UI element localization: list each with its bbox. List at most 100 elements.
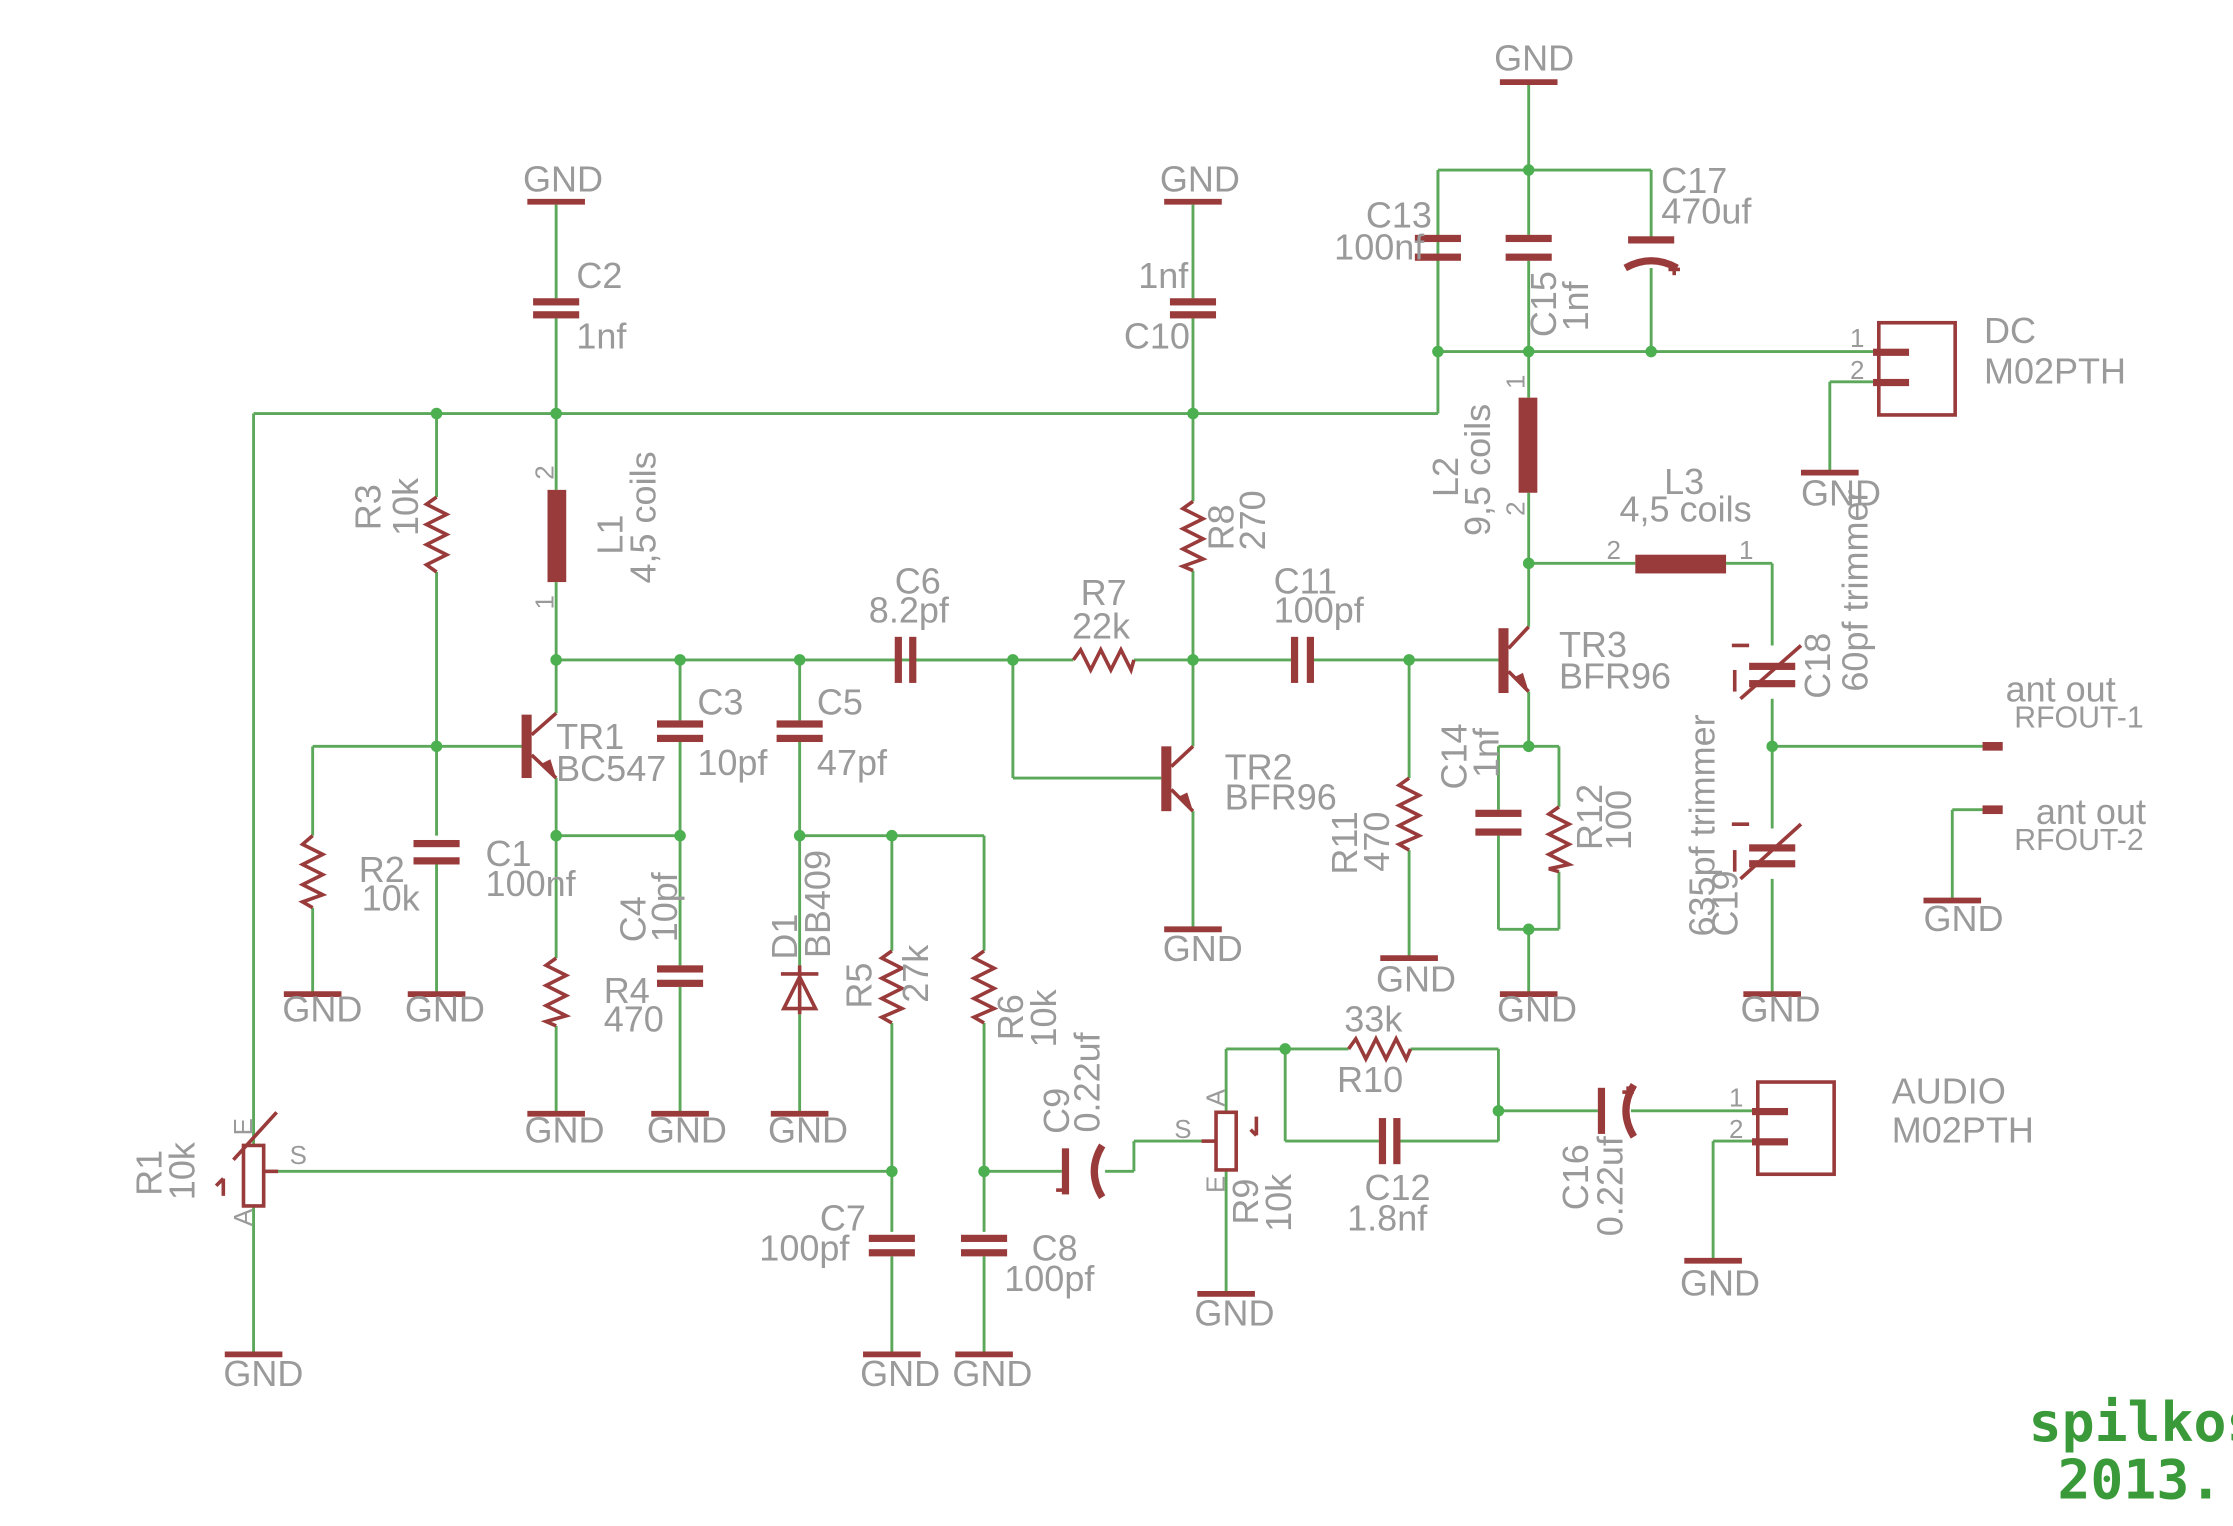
antenna-pads [1982,742,2003,815]
l2-name: L2 [1425,457,1466,497]
gnd-label: GND [1494,38,1574,79]
c5-name: C5 [817,682,863,723]
resistor-r11 [1394,776,1424,852]
r7-value: 22k [1072,605,1131,646]
c5-value: 47pf [817,742,888,783]
c4-value: 10pf [644,871,685,942]
svg-text:1: 1 [1729,1085,1743,1113]
capacitor-c9 [1056,1143,1106,1200]
svg-text:S: S [290,1142,307,1170]
gnd-label: GND [1194,1293,1274,1334]
r6-name: R6 [990,994,1031,1040]
c16-value: 0.22uf [1589,1135,1630,1236]
tr1-name: TR1 [556,716,624,757]
resistor-r7 [1071,645,1136,675]
gnd-label: GND [860,1353,940,1394]
inductor-l1 [547,489,567,583]
l2-value: 9,5 coils [1457,404,1498,536]
gnd-label: GND [768,1110,848,1151]
inductor-l3 [1635,554,1727,574]
c11-value: 100pf [1274,589,1365,630]
r2-value: 10k [362,878,421,919]
ant-out-1-label: ant out [2006,669,2116,710]
capacitor-c17 [1623,236,1680,276]
inductors [547,397,1727,583]
resistor-r12 [1544,805,1575,874]
trimmer-c19 [1731,822,1803,881]
capacitor-c4 [657,965,704,987]
r5-value: 27k [895,944,936,1003]
gnd-label: GND [1163,928,1243,969]
capacitor-c14 [1475,809,1522,836]
audio-name: AUDIO [1892,1071,2006,1112]
c3-value: 10pf [697,742,768,783]
r5-name: R5 [839,963,880,1009]
l1-name: L1 [589,515,630,555]
tr3-name: TR3 [1559,624,1627,665]
capacitor-c5 [776,720,823,743]
svg-text:A: A [230,1208,258,1226]
gnd-label: GND [952,1353,1032,1394]
capacitor-c16 [1597,1083,1638,1139]
capacitor-c2 [533,298,580,319]
l1-value: 4,5 coils [623,451,664,583]
r3-value: 10k [385,477,426,536]
inductor-l2 [1518,397,1538,493]
c8-value: 100pf [1004,1258,1095,1299]
ant-out-2-label: ant out [2036,791,2146,832]
r9-value: 10k [1258,1173,1299,1232]
gnd-label: GND [223,1353,303,1394]
signature: spilkos. 2013. [2029,1390,2233,1512]
c1-value: 100nf [486,863,577,904]
pot-r1 [214,1111,279,1208]
resistors [298,495,1575,1064]
junctions [430,164,1778,1178]
resistor-r6 [969,949,999,1025]
resistor-r4 [540,956,572,1028]
resistor-r3 [422,495,451,574]
c19-name: C19 [1705,870,1746,936]
d1-name: D1 [764,914,805,960]
r3-name: R3 [347,484,388,530]
r10-value: 33k [1344,999,1403,1040]
l3-name: L3 [1664,461,1704,502]
c6-value: 8.2pf [869,589,950,630]
c10-name: C10 [1124,316,1190,357]
pot-r9 [1201,1110,1259,1172]
c7-name: C7 [820,1197,866,1238]
gnd-label: GND [1376,958,1456,999]
gnd-label: GND [523,159,603,200]
c14-value: 1nf [1465,727,1506,778]
transistor-tr3 [1498,625,1531,694]
c6-name: C6 [895,561,941,602]
dc-name: DC [1984,310,2036,351]
tr2-value: BFR96 [1225,777,1337,818]
svg-text:S: S [1174,1116,1191,1144]
svg-text:E: E [230,1118,258,1135]
signature-year: 2013. [2057,1447,2222,1511]
capacitor-c13 [1414,234,1461,261]
tr3-value: BFR96 [1559,656,1671,697]
svg-text:E: E [1203,1176,1231,1193]
r1-value: 10k [162,1141,203,1200]
rfout-2-name: RFOUT-2 [2014,824,2143,857]
svg-text:2: 2 [1850,357,1864,385]
capacitor-c3 [657,720,704,743]
r8-value: 270 [1232,490,1273,550]
r9-name: R9 [1225,1179,1266,1225]
c18-value: 60pf trimmer [1834,489,1875,691]
rfout-1-name: RFOUT-1 [2014,702,2143,735]
gnd-label: GND [524,1110,604,1151]
r1-name: R1 [128,1150,169,1196]
svg-text:A: A [1203,1089,1231,1107]
dc-value: M02PTH [1984,350,2126,391]
gnd-label: GND [405,989,485,1030]
capacitor-c15 [1505,234,1552,261]
r4-name: R4 [604,970,650,1011]
capacitor-c1 [413,839,460,865]
c17-value: 470uf [1661,190,1752,231]
diode-d1 [780,965,819,1015]
capacitor-c10 [1169,298,1217,319]
component-labels: C2 1nf 1nf C10 C13 100nf C15 1nf C17 470… [128,160,2146,1299]
